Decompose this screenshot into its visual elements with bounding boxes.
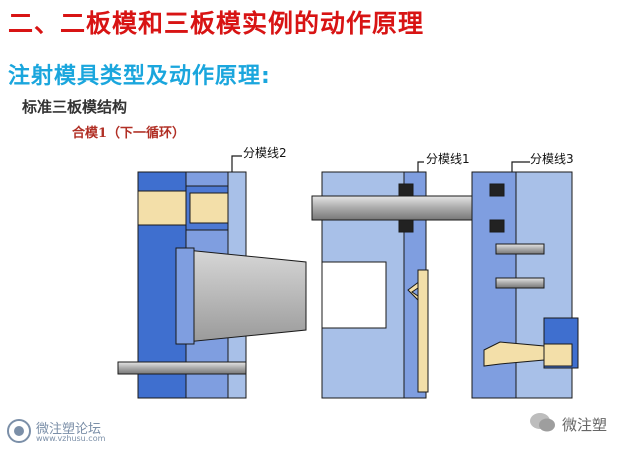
puller-pin-upper xyxy=(495,243,545,255)
slide-subtitle: 注射模具类型及动作原理: xyxy=(8,64,271,89)
moving-half-assembly xyxy=(117,171,307,399)
fixed-half-assembly xyxy=(471,171,579,399)
core-base xyxy=(175,247,195,345)
guide-bushing-insert xyxy=(137,190,187,226)
watermark-wechat-name: 微注塑 xyxy=(562,416,608,434)
runner-channel xyxy=(417,269,429,393)
parting-line-2-label: 分模线2 xyxy=(243,146,287,160)
stop-block-2 xyxy=(489,219,505,233)
mold-cavity xyxy=(321,261,387,329)
stop-bolt-head-2 xyxy=(398,219,414,233)
forum-logo-icon xyxy=(7,419,31,443)
structure-label: 标准三板模结构 xyxy=(22,98,128,116)
step-label: 合模1（下一循环） xyxy=(72,126,186,141)
parting-line-3-leader xyxy=(511,161,530,172)
ejector-rod xyxy=(117,361,247,375)
stop-block-1 xyxy=(489,183,505,197)
parting-line-3-label: 分模线3 xyxy=(530,152,574,166)
mold-core xyxy=(185,249,307,343)
parting-line-1-leader xyxy=(417,161,424,172)
parting-line-2-leader xyxy=(231,155,242,172)
watermark-forum: 微注塑论坛 www.vzhusu.com xyxy=(6,418,126,446)
watermark-forum-name: 微注塑论坛 xyxy=(36,422,102,437)
cavity-plate-assembly xyxy=(311,171,569,399)
watermark-wechat: 微注塑 xyxy=(528,408,636,440)
nozzle-seat xyxy=(543,343,573,367)
parting-line-leaders xyxy=(231,155,530,172)
watermark-forum-url: www.vzhusu.com xyxy=(36,434,106,443)
stop-bolt-head-1 xyxy=(398,183,414,197)
puller-pin-lower xyxy=(495,277,545,289)
slide-title: 二、二板模和三板模实例的动作原理 xyxy=(8,9,425,38)
guide-bushing-bore xyxy=(189,192,229,224)
wechat-icon xyxy=(530,413,555,432)
parting-line-1-label: 分模线1 xyxy=(426,152,470,166)
